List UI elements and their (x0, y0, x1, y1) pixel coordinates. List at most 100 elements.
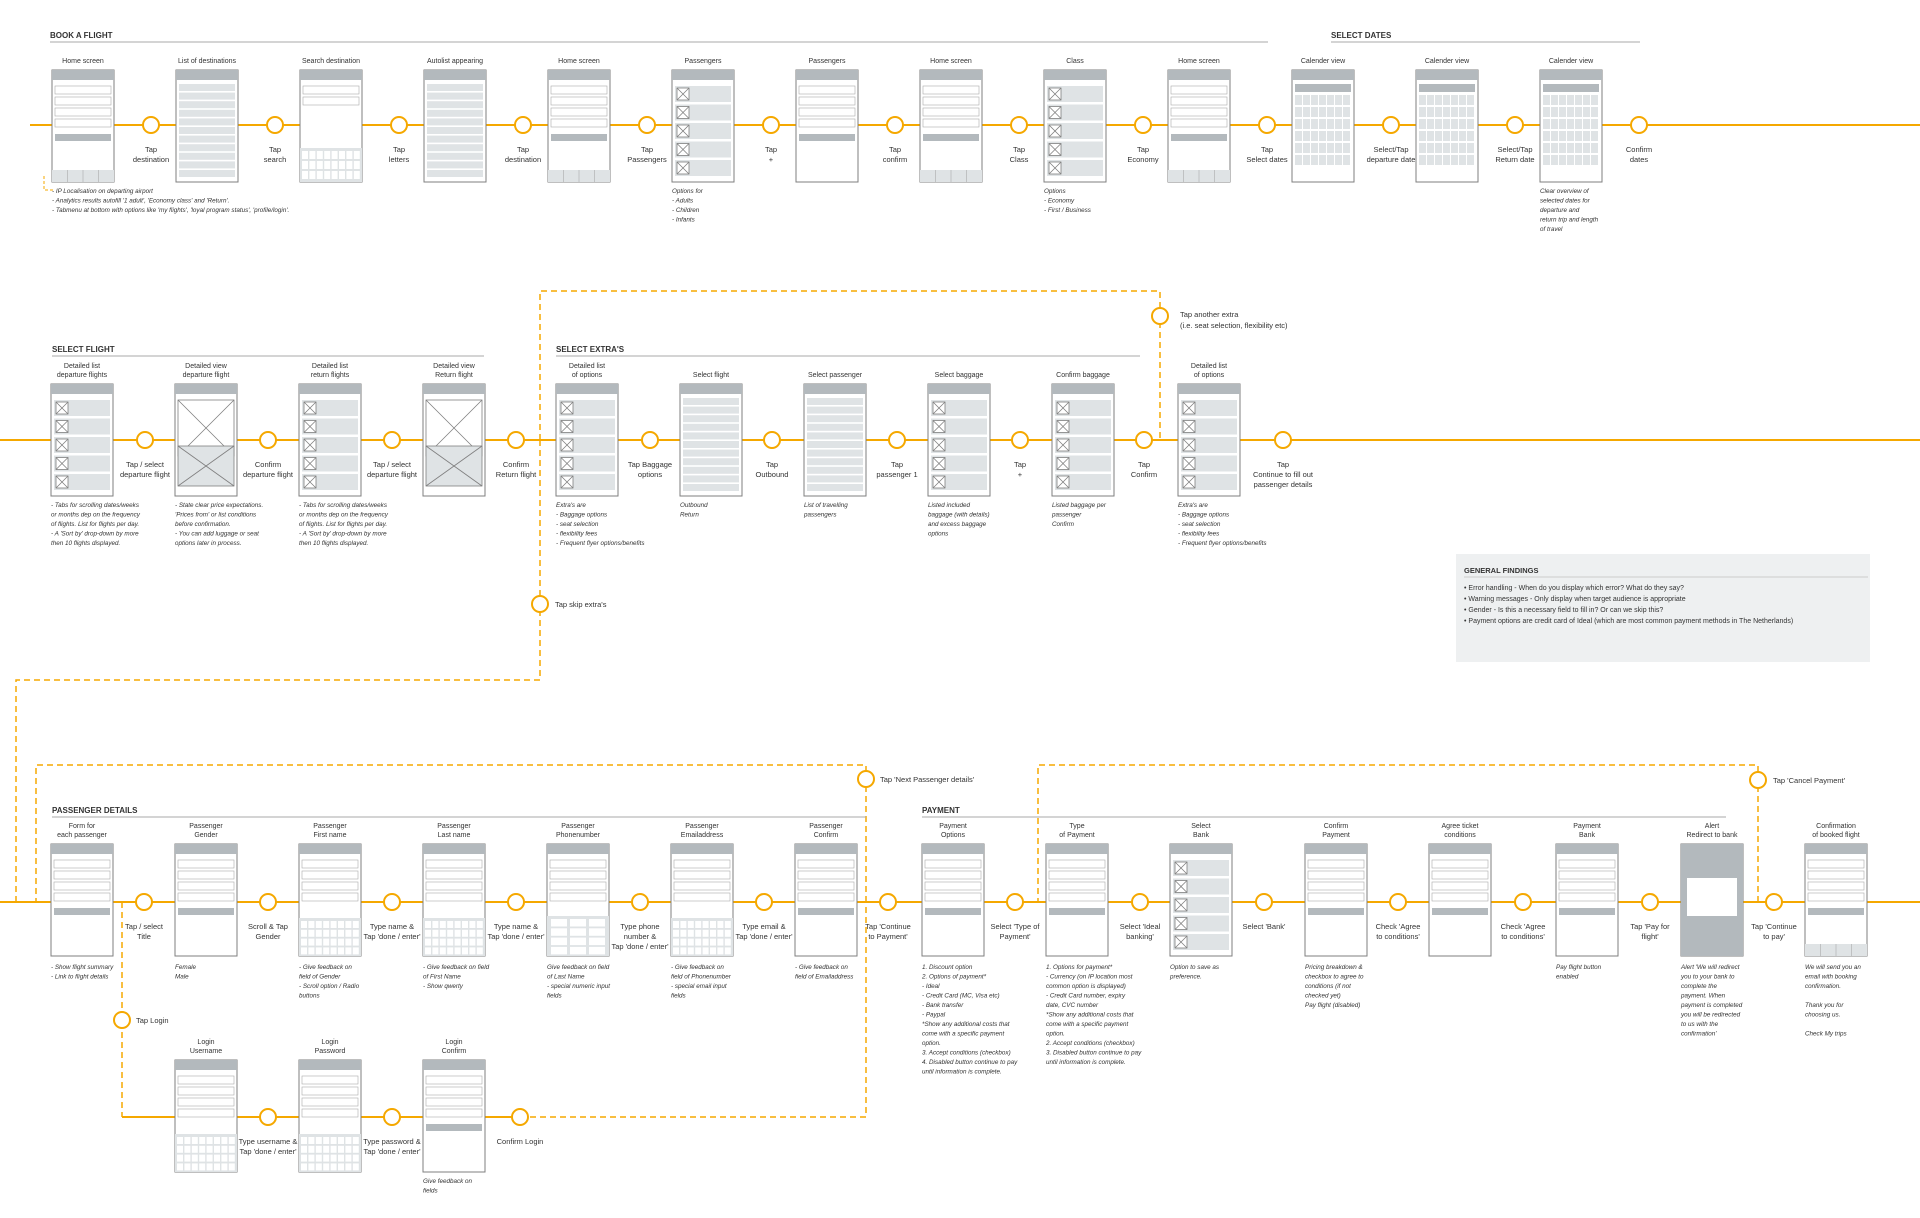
flow-step-node[interactable] (383, 893, 401, 911)
phone-wireframe[interactable] (1804, 843, 1868, 957)
phone-wireframe[interactable] (298, 843, 362, 957)
flow-step-node[interactable] (266, 116, 284, 134)
flow-step-node[interactable] (1274, 431, 1292, 449)
phone-wireframe[interactable] (1291, 69, 1355, 183)
flow-step-node[interactable] (1630, 116, 1648, 134)
phone-wireframe[interactable] (423, 69, 487, 183)
screen-label: Passenger (809, 823, 843, 830)
phone-wireframe[interactable] (919, 69, 983, 183)
annotation-note: - Give feedback on field (423, 964, 490, 971)
flow-step-node[interactable] (1641, 893, 1659, 911)
phone-wireframe[interactable] (546, 843, 610, 957)
flow-step-node[interactable] (390, 116, 408, 134)
phone-wireframe[interactable] (1167, 69, 1231, 183)
phone-wireframe[interactable] (1051, 383, 1115, 497)
flow-step-node[interactable] (1382, 116, 1400, 134)
next-passenger-node[interactable] (857, 770, 875, 788)
flow-step-node[interactable] (886, 116, 904, 134)
cancel-payment-node[interactable] (1749, 771, 1767, 789)
phone-wireframe[interactable] (50, 383, 114, 497)
flow-step-node[interactable] (1258, 116, 1276, 134)
flow-step-node[interactable] (1506, 116, 1524, 134)
phone-wireframe[interactable] (1680, 843, 1744, 957)
flow-step-node[interactable] (507, 893, 525, 911)
phone-wireframe[interactable] (174, 383, 238, 497)
flow-step-node[interactable] (383, 1108, 401, 1126)
annotation-note: - flexibility fees (556, 531, 598, 538)
phone-wireframe[interactable] (175, 69, 239, 183)
calendar-day (1451, 155, 1458, 165)
flow-step-node[interactable] (1135, 431, 1153, 449)
keyboard-key (476, 947, 483, 955)
flow-step-node[interactable] (135, 893, 153, 911)
flow-step-node[interactable] (1389, 893, 1407, 911)
phone-wireframe[interactable] (51, 69, 115, 183)
flow-step-node[interactable] (888, 431, 906, 449)
flow-step-node[interactable] (514, 116, 532, 134)
flow-step-node[interactable] (1006, 893, 1024, 911)
phone-wireframe[interactable] (547, 69, 611, 183)
flow-step-node[interactable] (259, 431, 277, 449)
phone-wireframe[interactable] (1045, 843, 1109, 957)
phone-wireframe[interactable] (422, 843, 486, 957)
flow-step-node[interactable] (755, 893, 773, 911)
phone-wireframe[interactable] (1428, 843, 1492, 957)
phone-wireframe[interactable] (1043, 69, 1107, 183)
flow-step-node[interactable] (1131, 893, 1149, 911)
flow-step-node[interactable] (631, 893, 649, 911)
phone-wireframe[interactable] (298, 1059, 362, 1173)
phone-wireframe[interactable] (921, 843, 985, 957)
phone-wireframe[interactable] (795, 69, 859, 183)
flow-step-node[interactable] (1255, 893, 1273, 911)
flow-step-node[interactable] (1010, 116, 1028, 134)
phone-wireframe[interactable] (1539, 69, 1603, 183)
phone-wireframe[interactable] (670, 843, 734, 957)
flow-step-node[interactable] (879, 893, 897, 911)
flow-step-node[interactable] (1134, 116, 1152, 134)
phone-wireframe[interactable] (679, 383, 743, 497)
phone-wireframe[interactable] (1177, 383, 1241, 497)
screen-label: Select baggage (935, 372, 984, 379)
flow-step-node[interactable] (638, 116, 656, 134)
flow-step-node[interactable] (259, 1108, 277, 1126)
annotation-note: *Show any additional costs that (922, 1021, 1010, 1028)
phone-wireframe[interactable] (50, 843, 114, 957)
phone-wireframe[interactable] (174, 1059, 238, 1173)
phone-wireframe[interactable] (1169, 843, 1233, 957)
phone-wireframe[interactable] (422, 1059, 486, 1173)
annotation-note: - Tabs for scrolling dates/weeks (51, 502, 140, 509)
phone-wireframe[interactable] (298, 383, 362, 497)
flow-step-node[interactable] (641, 431, 659, 449)
flow-step-node[interactable] (383, 431, 401, 449)
phone-wireframe[interactable] (174, 843, 238, 957)
keyboard-key (352, 1137, 359, 1144)
phone-wireframe[interactable] (794, 843, 858, 957)
flow-step-node[interactable] (507, 431, 525, 449)
login-node[interactable] (113, 1011, 131, 1029)
skip-extras-node[interactable] (531, 595, 549, 613)
phone-wireframe[interactable] (1304, 843, 1368, 957)
phone-wireframe[interactable] (1555, 843, 1619, 957)
flow-step-node[interactable] (1011, 431, 1029, 449)
flow-step-node[interactable] (763, 431, 781, 449)
action-label: Payment' (999, 932, 1031, 941)
primary-button (55, 134, 111, 141)
status-bar (547, 844, 609, 854)
phone-wireframe[interactable] (422, 383, 486, 497)
flow-step-node[interactable] (511, 1108, 529, 1126)
phone-wireframe[interactable] (803, 383, 867, 497)
input-field (922, 118, 980, 128)
phone-wireframe[interactable] (1415, 69, 1479, 183)
action-label: letters (389, 155, 410, 164)
phone-wireframe[interactable] (927, 383, 991, 497)
flow-step-node[interactable] (762, 116, 780, 134)
flow-step-node[interactable] (1765, 893, 1783, 911)
flow-step-node[interactable] (136, 431, 154, 449)
flow-step-node[interactable] (1514, 893, 1532, 911)
phone-wireframe[interactable] (555, 383, 619, 497)
extra-loop-node[interactable] (1151, 307, 1169, 325)
flow-step-node[interactable] (142, 116, 160, 134)
phone-wireframe[interactable] (671, 69, 735, 183)
phone-wireframe[interactable] (299, 69, 363, 183)
flow-step-node[interactable] (259, 893, 277, 911)
